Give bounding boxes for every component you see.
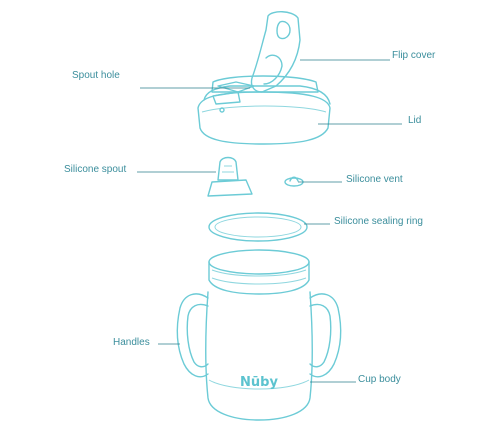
silicone-spout-part: [207, 156, 253, 197]
label-flip-cover: Flip cover: [392, 50, 436, 61]
lid-part: [197, 75, 331, 145]
cup-body-part: Nūby: [176, 249, 342, 421]
label-cup-body: Cup body: [358, 374, 401, 385]
label-silicone-vent: Silicone vent: [346, 174, 403, 185]
label-silicone-sealing-ring: Silicone sealing ring: [334, 216, 423, 227]
label-silicone-spout: Silicone spout: [64, 164, 126, 175]
flip-cover-part: [250, 11, 301, 93]
brand-logo: Nūby: [240, 375, 278, 390]
label-handles: Handles: [113, 337, 150, 348]
label-spout-hole: Spout hole: [72, 70, 120, 81]
label-lid: Lid: [408, 115, 421, 126]
silicone-sealing-ring-part: [208, 212, 308, 242]
